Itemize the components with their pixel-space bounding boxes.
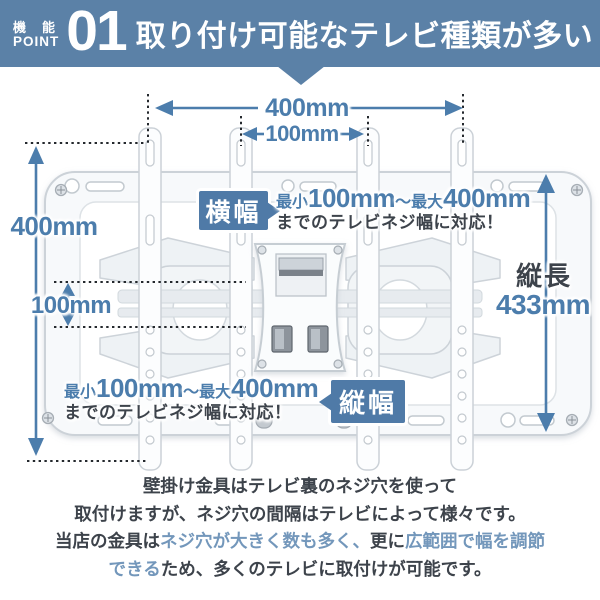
description-paragraph: 壁掛け金具はテレビ裏のネジ穴を使って 取付けますが、ネジ穴の間隔はテレビによって… xyxy=(0,473,600,583)
max-value: 400mm xyxy=(231,373,319,403)
paragraph-highlight: できる xyxy=(108,558,161,579)
paragraph-text: 当店の金具は xyxy=(55,531,160,551)
dotted-reference-lines xyxy=(25,94,464,462)
paragraph-line: 取付けますが、ネジ穴の間隔はテレビによって様々です。 xyxy=(0,501,600,529)
paragraph-text: 更に xyxy=(370,531,405,551)
dim-left-inner-label: 100mm xyxy=(30,292,112,319)
dim-right-caption: 縦長 xyxy=(515,261,572,291)
kicker-bottom-label: POINT xyxy=(13,34,60,50)
header-pointer-triangle xyxy=(277,66,325,85)
header-kicker: 機能 POINT xyxy=(13,20,60,50)
dim-top-width-label: 400mm xyxy=(265,94,349,122)
max-value: 400mm xyxy=(443,183,531,213)
paragraph-text: 取付けますが、ネジ穴の間隔はテレビによって様々です。 xyxy=(74,503,526,524)
kicker-top-label: 機能 xyxy=(13,19,72,35)
width-badge: 横幅 xyxy=(199,191,268,230)
callout-height-note: までのテレビネジ幅に対応！ xyxy=(64,403,292,422)
frame-screws xyxy=(41,183,584,427)
min-label: 最小 xyxy=(276,194,309,211)
paragraph-line: 当店の金具はネジ穴が大きく数も多く、更に広範囲で幅を調節 xyxy=(0,528,600,556)
range-label: 〜最大 xyxy=(183,384,232,401)
range-label: 〜最大 xyxy=(395,194,444,211)
point-number: 01 xyxy=(66,0,127,63)
paragraph-text: 壁掛け金具はテレビ裏のネジ穴を使って xyxy=(142,476,458,496)
callout-width-note: までのテレビネジ幅に対応！ xyxy=(276,213,504,232)
paragraph-line: できるため、多くのテレビに取付けが可能です。 xyxy=(0,556,600,584)
dim-top-inner-label: 100mm xyxy=(265,121,339,146)
dim-right-value: 433mm xyxy=(495,289,591,320)
min-value: 100mm xyxy=(96,373,184,403)
paragraph-text: ため、多くのテレビに取付けが可能です。 xyxy=(160,558,492,579)
page-title: 取り付け可能なテレビ種類が多い xyxy=(135,19,594,53)
dimension-arrows xyxy=(28,100,555,456)
dim-left-height-label: 400mm xyxy=(10,211,98,241)
min-label: 最小 xyxy=(64,384,97,401)
height-badge: 縦幅 xyxy=(331,380,405,423)
header-banner: 機能 POINT 01 取り付け可能なテレビ種類が多い xyxy=(0,0,600,67)
keyhole-slots-top xyxy=(64,178,546,194)
paragraph-highlight: ネジ穴が大きく数も多く、 xyxy=(160,531,370,551)
min-value: 100mm xyxy=(308,183,396,213)
paragraph-highlight: 広範囲で幅を調節 xyxy=(405,531,545,551)
paragraph-line: 壁掛け金具はテレビ裏のネジ穴を使って xyxy=(0,473,600,501)
